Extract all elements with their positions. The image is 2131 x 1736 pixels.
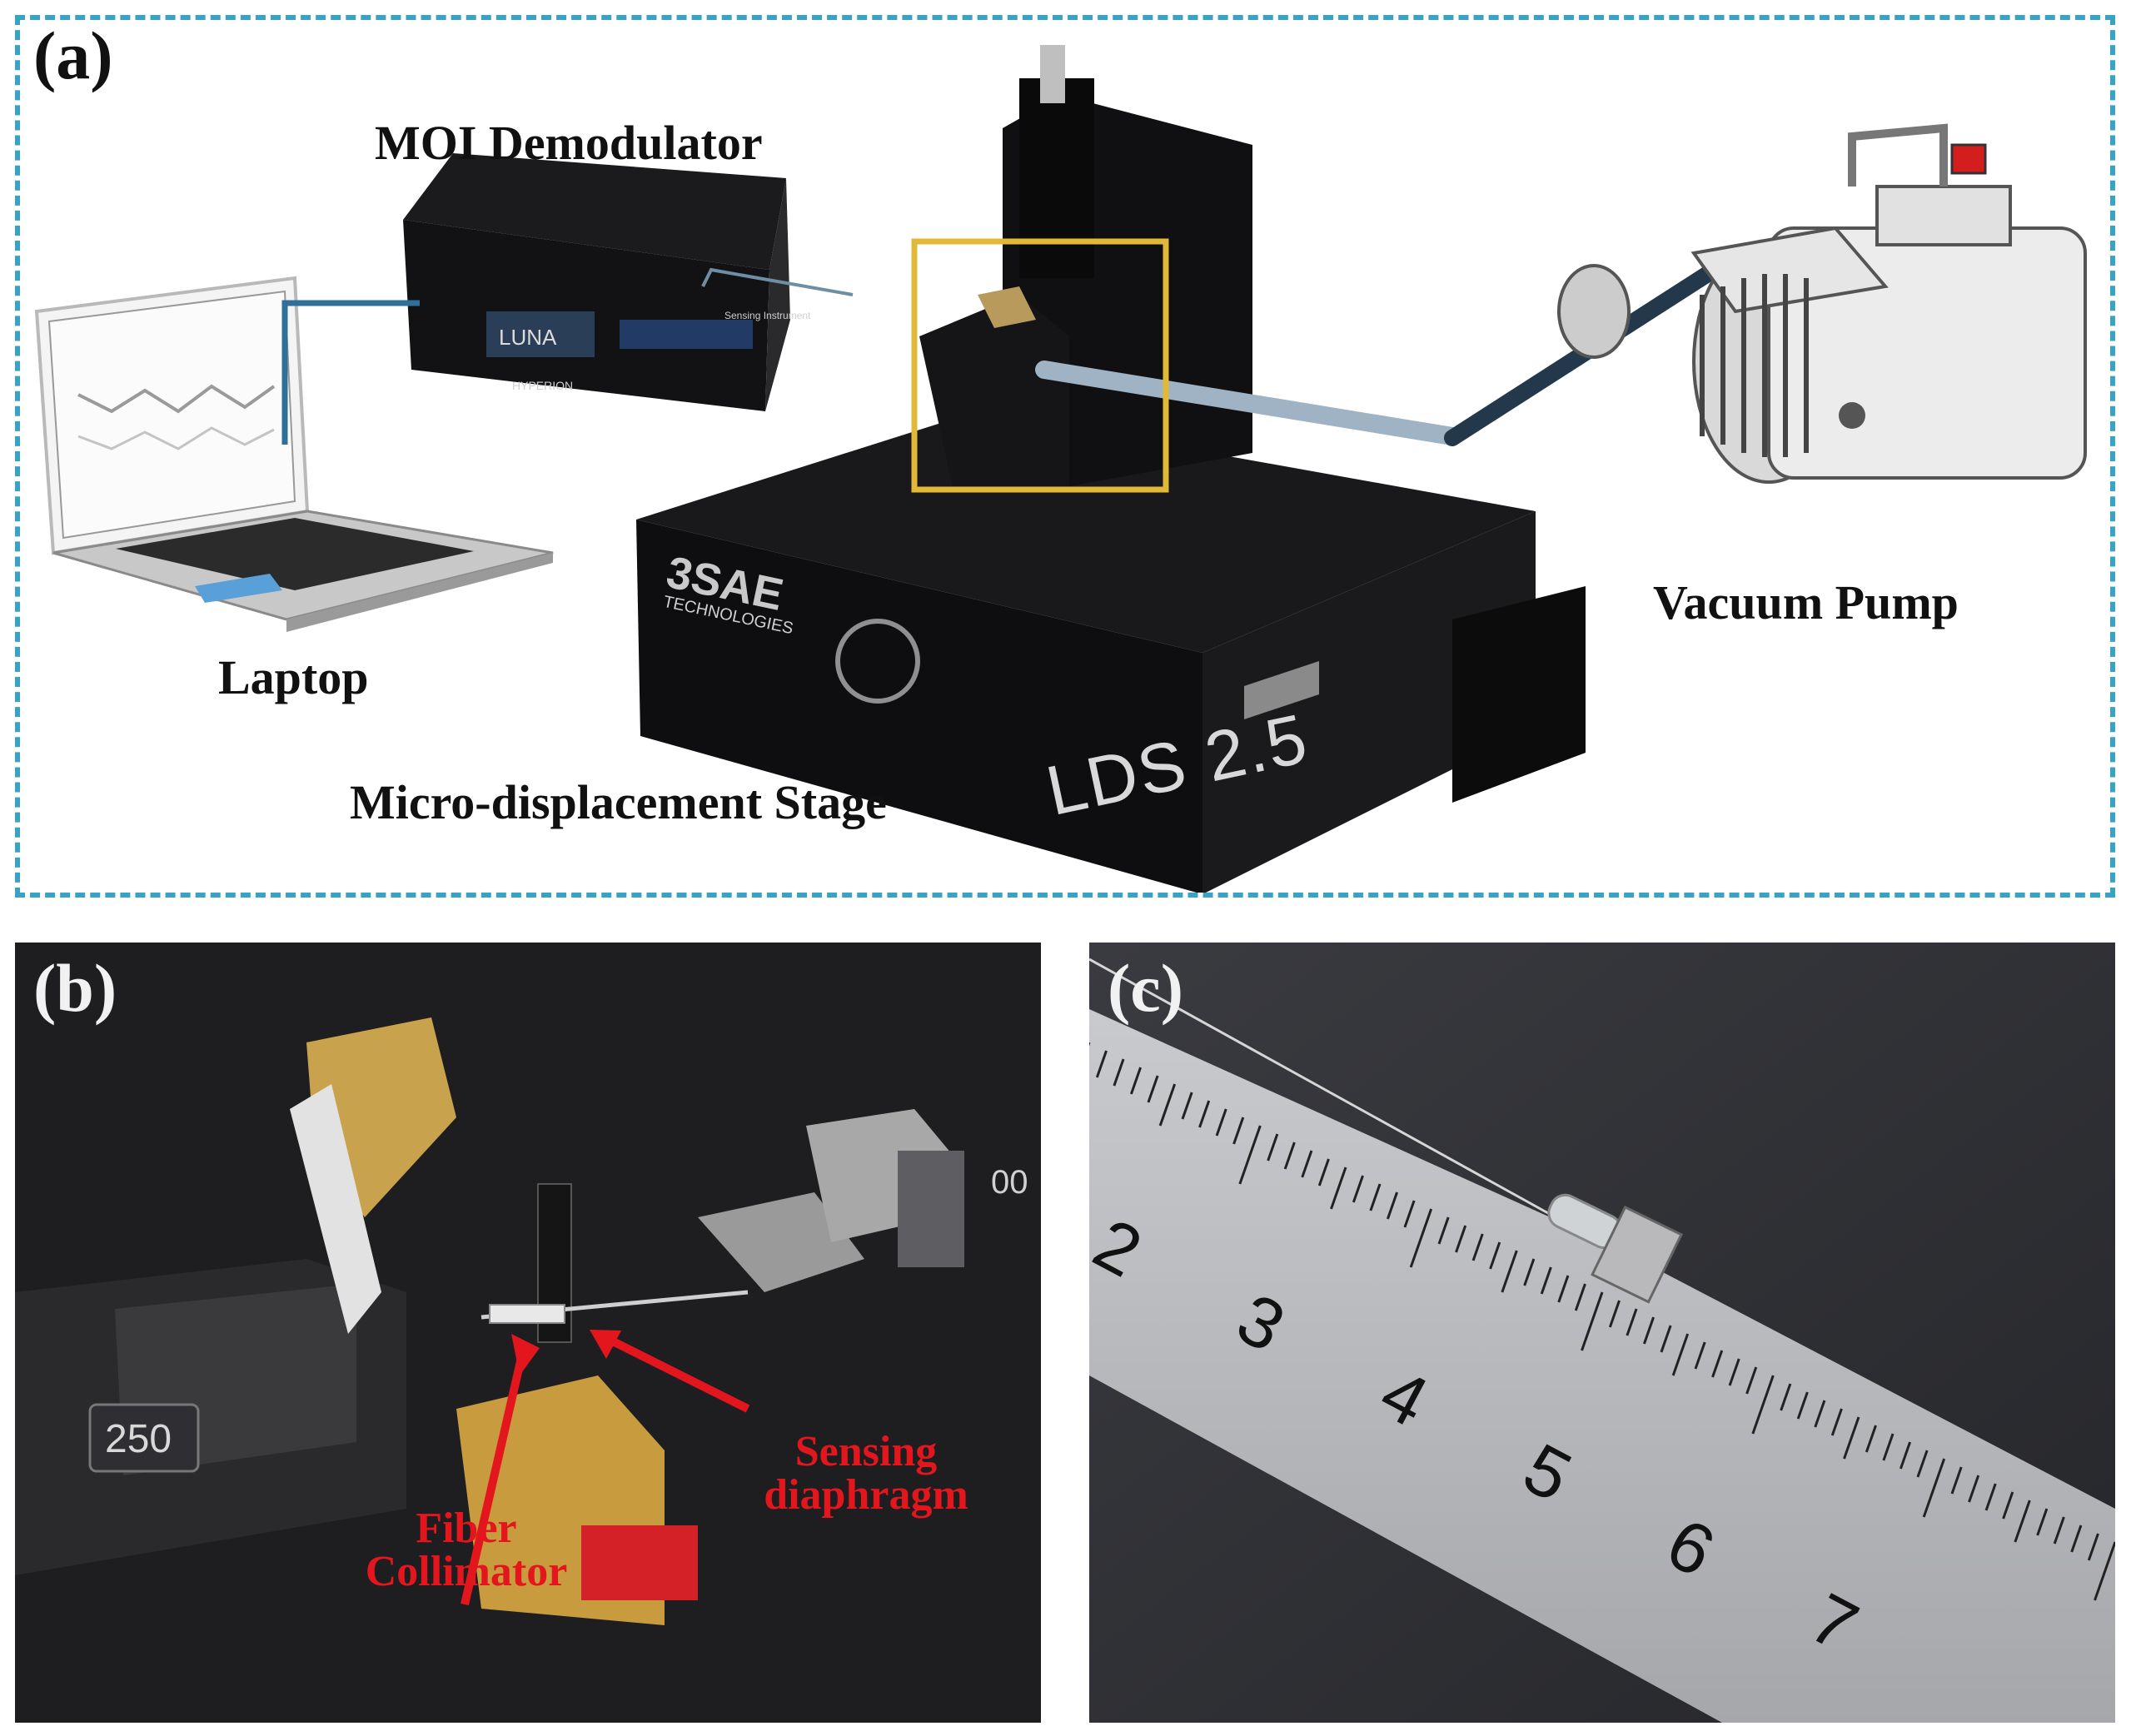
ruler-tick (1113, 1058, 1125, 1087)
laptop-illustration (34, 276, 554, 632)
ruler-tick (1386, 1191, 1399, 1220)
ruler-tick (1694, 1341, 1706, 1370)
ruler-tick (1916, 1450, 1929, 1478)
ruler-tick (1147, 1075, 1159, 1103)
fixture-photo-illustration: 250 (15, 943, 1041, 1723)
ruler-tick (1471, 1233, 1484, 1261)
ruler-tick (1728, 1358, 1740, 1386)
ruler-tick (1267, 1133, 1279, 1161)
stage-illustration (636, 45, 1586, 893)
ruler-tick (1238, 1125, 1262, 1185)
ruler-tick (1984, 1483, 1997, 1511)
ruler-tick (1626, 1308, 1638, 1336)
panel-b-photo: 250 (15, 943, 1041, 1723)
fiber-collimator-label: Fiber Collimator (365, 1505, 568, 1595)
ruler-tick (1745, 1366, 1758, 1395)
ruler-tick (1437, 1216, 1450, 1245)
ruler-tick (2036, 1508, 2049, 1536)
demodulator-caption: Sensing Instrument (724, 310, 811, 321)
ruler-tick (1968, 1475, 1980, 1503)
highlight-box (911, 238, 1169, 493)
ruler-tick (1865, 1425, 1877, 1453)
ruler-tick (1489, 1241, 1501, 1270)
ruler-tick (1403, 1200, 1416, 1228)
ruler-tick (1882, 1433, 1894, 1461)
ruler-tick (1711, 1350, 1724, 1378)
demodulator-subtext: HYPERION (512, 379, 574, 392)
fiber-cable (701, 267, 854, 296)
ruler-tick (1796, 1391, 1809, 1420)
ruler-tick (2014, 1500, 2031, 1543)
ruler-tick (1814, 1400, 1826, 1428)
ruler-ticks (1089, 1042, 2115, 1601)
ruler-tick (1574, 1283, 1586, 1311)
ruler-tick (1095, 1050, 1108, 1078)
laptop-cable (281, 300, 420, 445)
dial-partial-text: 00 (991, 1164, 1028, 1201)
vacuum-pump-illustration (1557, 123, 2087, 484)
ruler-tick (1523, 1258, 1536, 1286)
ruler-tick (1671, 1333, 1690, 1376)
ruler-tick (1181, 1092, 1193, 1120)
demodulator-illustration: LUNA (403, 153, 790, 411)
ruler-tick (1317, 1158, 1330, 1186)
ruler-tick (1409, 1208, 1433, 1268)
ruler-tick (2053, 1516, 2065, 1544)
ruler-tick (1899, 1441, 1912, 1470)
ruler-tick (1215, 1108, 1227, 1137)
ruler-tick (1301, 1150, 1313, 1178)
ruler-tick (1780, 1383, 1792, 1411)
ruler-tick (1751, 1375, 1775, 1435)
svg-text:LUNA: LUNA (499, 325, 557, 350)
panel-c-letter: (c) (1108, 950, 1184, 1026)
ruler-tick (1198, 1100, 1211, 1128)
vacuum-pump-label: Vacuum Pump (1653, 575, 1959, 629)
ruler-tick (1660, 1325, 1672, 1353)
micro-displacement-stage-label: Micro-displacement Stage (350, 775, 887, 829)
ruler-tick (1843, 1416, 1860, 1460)
ruler-tick (1283, 1142, 1296, 1170)
panel-b-letter: (b) (33, 950, 117, 1026)
ruler-tick (2070, 1525, 2083, 1553)
ruler-tick (1330, 1166, 1347, 1210)
panel-c-photo (1089, 943, 2115, 1723)
setup-illustration: LUNA (34, 45, 2087, 893)
ruler-tick (1950, 1466, 1963, 1495)
laptop-label: Laptop (218, 650, 369, 704)
ruler-tick (1369, 1183, 1382, 1211)
panel-a-letter: (a) (33, 17, 113, 93)
ruler-tick (1158, 1083, 1177, 1127)
ruler-tick (1830, 1408, 1843, 1436)
ruler-tick (1501, 1250, 1518, 1293)
ruler-tick (1455, 1225, 1467, 1253)
ruler-tick (1352, 1175, 1364, 1203)
ruler-tick (1922, 1458, 1946, 1518)
ruler-tick (1581, 1291, 1604, 1351)
svg-text:250: 250 (105, 1417, 172, 1461)
ruler-tick (1557, 1275, 1570, 1303)
ruler-tick (1608, 1300, 1621, 1328)
ruler-tick (1232, 1117, 1245, 1145)
sensing-diaphragm-label: Sensing diaphragm (764, 1428, 968, 1519)
ruler-photo-illustration (1089, 943, 2115, 1723)
ruler-tick (2087, 1533, 2099, 1561)
ruler-tick (2002, 1491, 2014, 1520)
ruler-tick (1540, 1266, 1552, 1295)
ruler-tick (1129, 1067, 1143, 1095)
moi-demodulator-label: MOI Demodulator (375, 116, 763, 170)
ruler-tick (2094, 1541, 2115, 1601)
ruler-tick (1642, 1316, 1656, 1345)
